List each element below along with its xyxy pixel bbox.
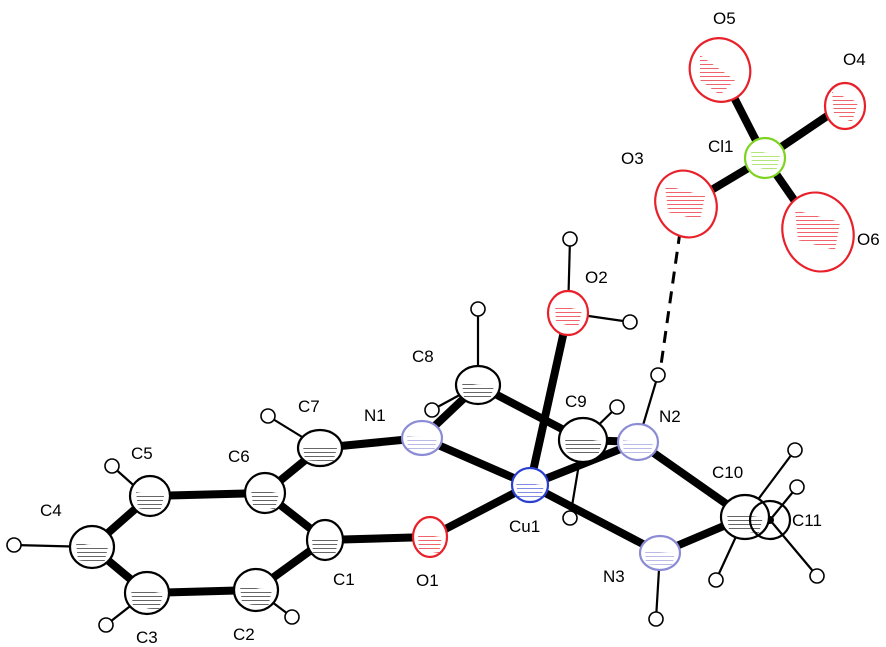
label-c4: C4 — [40, 501, 62, 520]
atom-h-c3 — [98, 617, 114, 633]
atom-h-c7 — [260, 408, 276, 424]
atom-h-c2 — [284, 609, 300, 625]
label-c1: C1 — [333, 570, 355, 589]
label-o3: O3 — [621, 149, 644, 168]
hydrogen-atoms — [6, 231, 825, 633]
atom-o5-hatch — [700, 55, 735, 95]
label-o1: O1 — [416, 571, 439, 590]
atom-h-c10b — [708, 572, 724, 588]
label-c8: C8 — [412, 347, 434, 366]
label-o4: O4 — [843, 50, 866, 69]
heavy-atoms — [68, 289, 792, 616]
atom-h-c4 — [6, 537, 22, 553]
bond-cu1-o2 — [526, 309, 572, 489]
bond-cu1-n3 — [526, 481, 664, 557]
label-c10: C10 — [712, 463, 743, 482]
label-c5: C5 — [131, 444, 153, 463]
label-cl1: Cl1 — [708, 137, 734, 156]
label-o6: O6 — [857, 230, 880, 249]
label-n3: N3 — [603, 567, 625, 586]
atom-h-c9a — [609, 399, 625, 415]
hydrogen-bond-dashed — [658, 231, 682, 373]
label-cu1: Cu1 — [509, 517, 540, 536]
atom-h-n2 — [650, 367, 666, 383]
atom-c11 — [748, 499, 792, 541]
atom-h-o2b — [622, 314, 638, 330]
atom-h-c9b — [562, 510, 578, 526]
atom-h-c11a — [789, 479, 805, 495]
atom-h-c8b — [424, 402, 440, 418]
label-c9: C9 — [565, 392, 587, 411]
label-n2: N2 — [659, 407, 681, 426]
perchlorate-atoms — [654, 37, 867, 273]
label-o2: O2 — [585, 268, 608, 287]
atom-h-c8a — [470, 301, 486, 317]
atom-h-o2a — [562, 231, 578, 247]
label-c2: C2 — [233, 625, 255, 644]
label-c3: C3 — [136, 628, 158, 647]
label-c7: C7 — [298, 397, 320, 416]
label-c6: C6 — [228, 447, 250, 466]
label-n1: N1 — [364, 406, 386, 425]
atom-h-n3 — [648, 611, 664, 627]
label-c11: C11 — [792, 511, 822, 530]
label-o5: O5 — [713, 9, 736, 28]
atom-h-c10a — [787, 442, 803, 458]
atom-labels: O5 O4 Cl1 O3 O6 O2 C8 C7 N1 C9 N2 C5 C6 … — [40, 9, 880, 647]
atom-h-c11b — [809, 568, 825, 584]
atom-h-c5 — [104, 458, 120, 474]
